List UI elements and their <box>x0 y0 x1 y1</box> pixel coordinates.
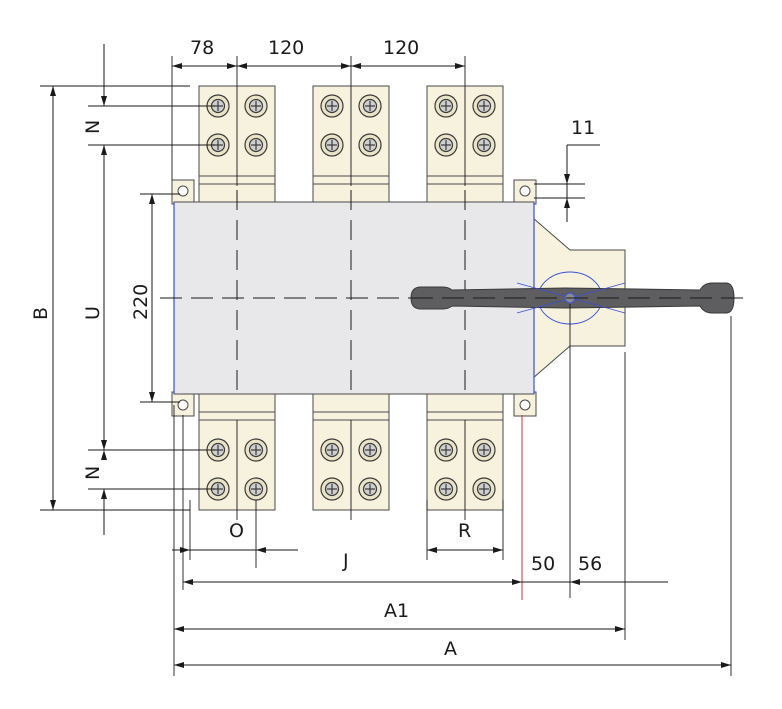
dim-label-O: O <box>229 520 244 542</box>
dimensions <box>40 44 732 676</box>
dim-label-A: A <box>444 638 457 660</box>
dim-label-U: U <box>82 306 104 320</box>
dim-label-50: 50 <box>531 553 555 575</box>
dim-label-220: 220 <box>130 284 152 320</box>
dim-label-N-top: N <box>82 120 104 134</box>
dim-label-R: R <box>458 520 471 542</box>
dim-label-A1: A1 <box>384 600 409 622</box>
terminal-bolts <box>206 94 496 501</box>
dimension-labels: 78 120 120 11 220 B U N N O R J 50 56 A1… <box>30 37 602 660</box>
dim-label-120-b: 120 <box>383 37 419 59</box>
dim-label-N-bottom: N <box>82 466 104 480</box>
mounting-ears <box>171 179 537 417</box>
dim-label-B: B <box>30 307 52 320</box>
dim-label-56: 56 <box>578 553 602 575</box>
dim-label-120-a: 120 <box>268 37 304 59</box>
dim-label-J: J <box>342 550 349 572</box>
dim-label-11: 11 <box>571 117 595 139</box>
rotary-handle <box>410 271 745 325</box>
dim-label-78: 78 <box>190 37 214 59</box>
